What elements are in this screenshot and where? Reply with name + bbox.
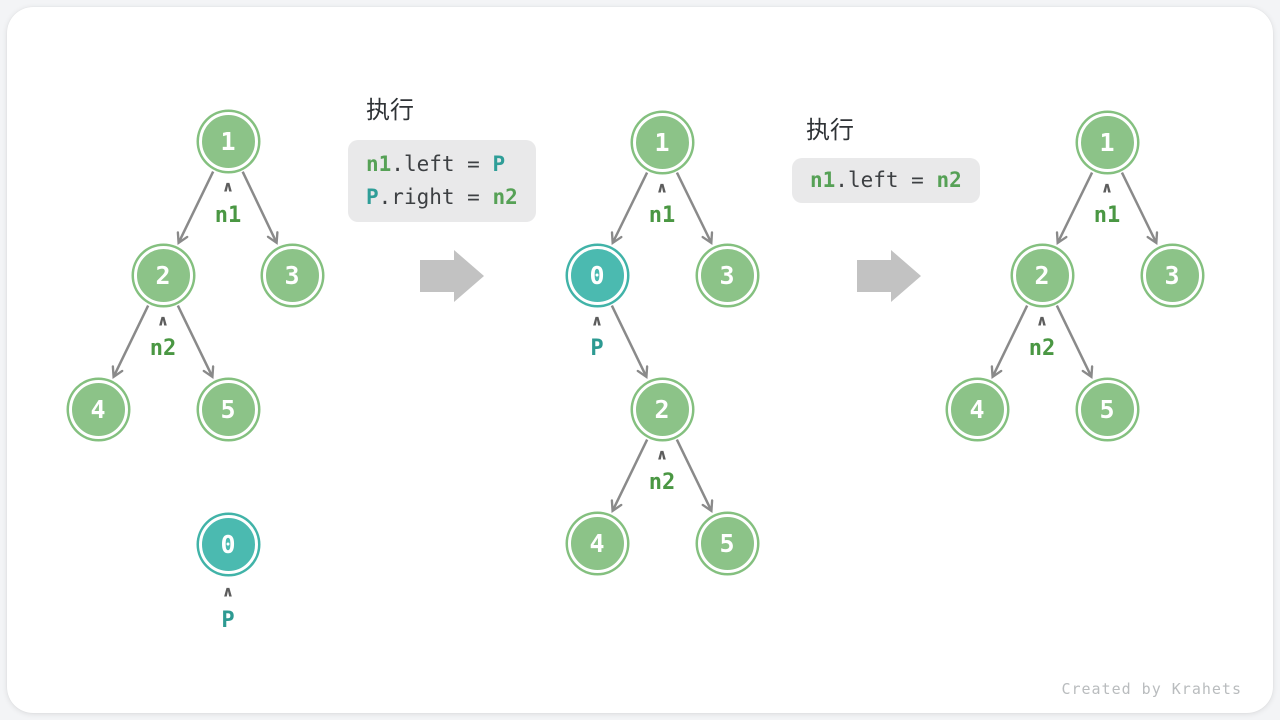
- pointer-label: P: [590, 336, 604, 361]
- pointer-caret-icon: ∧: [590, 311, 604, 330]
- pointer-label: n1: [214, 203, 242, 228]
- pointer-caret-icon: ∧: [221, 177, 235, 196]
- pointer-label: n2: [1028, 336, 1056, 361]
- pointer-label: n2: [149, 336, 177, 361]
- pointer-label: P: [221, 608, 235, 633]
- node-value: 5: [1099, 394, 1115, 424]
- tree-edge: [610, 171, 649, 246]
- tree-node: 3: [697, 245, 757, 305]
- node-value: 5: [220, 394, 236, 424]
- tree-node: 1: [198, 111, 258, 171]
- tree-node: 3: [262, 245, 322, 305]
- node-value: 4: [969, 394, 985, 424]
- tree-edge: [1120, 171, 1159, 246]
- node-value: 1: [220, 126, 236, 156]
- code-token: .right =: [378, 185, 493, 209]
- pointer-caret-icon: ∧: [1100, 178, 1114, 197]
- tree-edge: [111, 305, 150, 380]
- code-token: n1: [366, 152, 392, 176]
- tree-node: 2: [632, 379, 692, 439]
- tree-node: 4: [947, 379, 1007, 439]
- code-token: .left =: [391, 152, 493, 176]
- node-value: 4: [90, 394, 106, 424]
- code-token: P: [492, 152, 506, 176]
- big-arrow-right-icon: [857, 250, 921, 302]
- tree-edge: [1055, 305, 1094, 380]
- tree-edge: [610, 439, 649, 514]
- tree-node: 5: [1077, 379, 1137, 439]
- tree-node: 5: [198, 379, 258, 439]
- code-token: .left =: [835, 168, 937, 192]
- watermark: Created by Krahets: [1061, 680, 1242, 698]
- tree-edge: [610, 305, 649, 380]
- node-value: 2: [1034, 260, 1050, 290]
- code-line: n1.left = P: [366, 148, 518, 181]
- pointer-label: n2: [648, 470, 676, 495]
- tree-edge: [176, 171, 215, 246]
- pointer-label: n1: [1093, 203, 1121, 228]
- node-value: 0: [220, 529, 236, 559]
- tree-edge: [241, 171, 279, 245]
- pointer-caret-icon: ∧: [156, 311, 170, 330]
- exec-label: 执行: [806, 117, 854, 144]
- code-block: n1.left = n2: [792, 158, 980, 203]
- pointer-caret-icon: ∧: [655, 178, 669, 197]
- tree-node: 3: [1142, 245, 1202, 305]
- node-value: 2: [654, 394, 670, 424]
- code-token: n1: [810, 168, 836, 192]
- pointer-caret-icon: ∧: [655, 445, 669, 464]
- pointer-caret-icon: ∧: [221, 582, 235, 601]
- code-line: n1.left = n2: [810, 166, 962, 195]
- pointer-caret-icon: ∧: [1035, 311, 1049, 330]
- node-value: 1: [1099, 127, 1115, 157]
- tree-node: 2: [1012, 245, 1072, 305]
- code-line: P.right = n2: [366, 181, 518, 214]
- tree-edge: [990, 305, 1029, 380]
- code-token: n2: [936, 168, 962, 192]
- code-token: P: [366, 185, 379, 209]
- tree-edge: [675, 439, 714, 514]
- big-arrow-right-icon: [420, 250, 484, 302]
- tree-node: 0: [198, 514, 258, 574]
- exec-label: 执行: [366, 97, 414, 124]
- tree-edge: [675, 171, 714, 246]
- node-value: 0: [589, 260, 605, 290]
- node-value: 3: [284, 260, 300, 290]
- node-value: 1: [654, 127, 670, 157]
- tree-edge: [176, 305, 215, 380]
- tree-node: 4: [68, 379, 128, 439]
- pointer-label: n1: [648, 203, 676, 228]
- tree-edge: [1055, 171, 1094, 246]
- node-value: 3: [1164, 260, 1180, 290]
- tree-node: 1: [632, 112, 692, 172]
- node-value: 3: [719, 260, 735, 290]
- node-value: 5: [719, 528, 735, 558]
- tree-node: 1: [1077, 112, 1137, 172]
- node-value: 2: [155, 260, 171, 290]
- tree-node: 0: [567, 245, 627, 305]
- tree-node: 4: [567, 513, 627, 573]
- tree-node: 5: [697, 513, 757, 573]
- tree-node: 2: [133, 245, 193, 305]
- node-value: 4: [589, 528, 605, 558]
- code-token: n2: [492, 185, 518, 209]
- code-lines: n1.left = n2: [810, 166, 962, 195]
